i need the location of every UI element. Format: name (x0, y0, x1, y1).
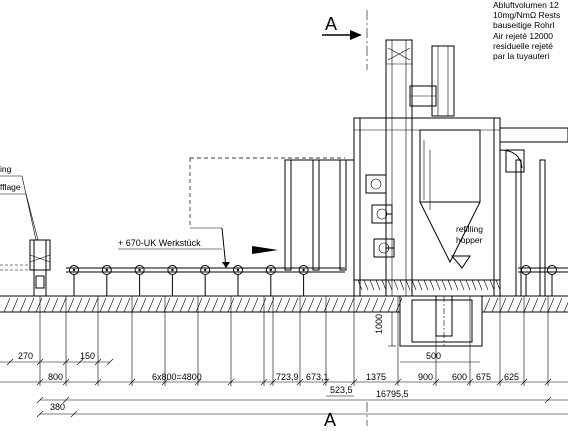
roller (167, 265, 178, 275)
workpiece-label: + 670-UK Werkstück (118, 238, 201, 248)
workpiece-outline: + 670-UK Werkstück (118, 157, 345, 269)
dim-900: 900 (418, 372, 433, 382)
dim-673-1: 673,1 (306, 372, 329, 382)
dim-500: 500 (426, 351, 441, 361)
roller (134, 265, 145, 275)
section-marker-top: A (322, 10, 368, 70)
roller (547, 265, 557, 275)
roller (101, 265, 112, 275)
output-conveyor (515, 159, 568, 297)
dim-523-5: 523,5 (330, 385, 353, 395)
dim-6x800: 6x800=4800 (152, 372, 202, 382)
blast-cabinet: refilling hopper (353, 39, 568, 297)
note-fr-line-2: residuelle rejeté (493, 41, 553, 51)
vertical-dim-label: 1000 (374, 314, 384, 334)
roller (200, 265, 211, 275)
dim-625: 625 (504, 372, 519, 382)
blast-turbine (365, 174, 387, 194)
note-fr-line-3: par la tuyauteri (493, 51, 549, 61)
dimension-values: 270 150 500 800 6x800=4800 723,9 673,1 1… (18, 351, 519, 412)
section-letter-top: A (325, 14, 337, 34)
dim-723-9: 723,9 (276, 372, 299, 382)
left-note-1: ing (0, 164, 12, 174)
note-fr-line-1: Air rejeté 12000 (493, 31, 553, 41)
floor (0, 295, 568, 313)
section-arrow-icon (350, 30, 362, 40)
note-de-line-1: Abluftvolumen 12 (493, 0, 559, 10)
left-notes: ing fflage (0, 164, 39, 241)
dim-800: 800 (48, 372, 63, 382)
section-marker-bottom: A (324, 402, 368, 430)
support-columns (284, 159, 354, 271)
dim-150: 150 (80, 351, 95, 361)
dim-16795-5: 16795,5 (376, 389, 409, 399)
dimension-lines (0, 296, 568, 418)
hopper-label-1: refilling (456, 224, 483, 234)
dim-270: 270 (18, 351, 33, 361)
dim-600: 600 (452, 372, 467, 382)
note-de-line-3: bauseitige Rohrl (493, 20, 555, 30)
dim-675: 675 (476, 372, 491, 382)
roller (298, 265, 309, 275)
roller (521, 265, 531, 275)
hopper-label-2: hopper (456, 235, 483, 245)
roller (265, 265, 276, 275)
roller-conveyor (66, 265, 345, 296)
dim-380: 380 (50, 402, 65, 412)
roller (233, 265, 243, 275)
foundation-pit: 1000 (374, 295, 483, 347)
left-note-2: fflage (0, 182, 21, 192)
note-de-line-2: 10mg/NmΩ Rests (493, 10, 560, 20)
dim-1375: 1375 (366, 372, 386, 382)
roller (69, 265, 79, 275)
section-letter-bottom: A (324, 410, 336, 426)
loading-station (0, 239, 51, 296)
exhaust-notes: Abluftvolumen 12 10mg/NmΩ Rests bauseiti… (493, 0, 560, 61)
